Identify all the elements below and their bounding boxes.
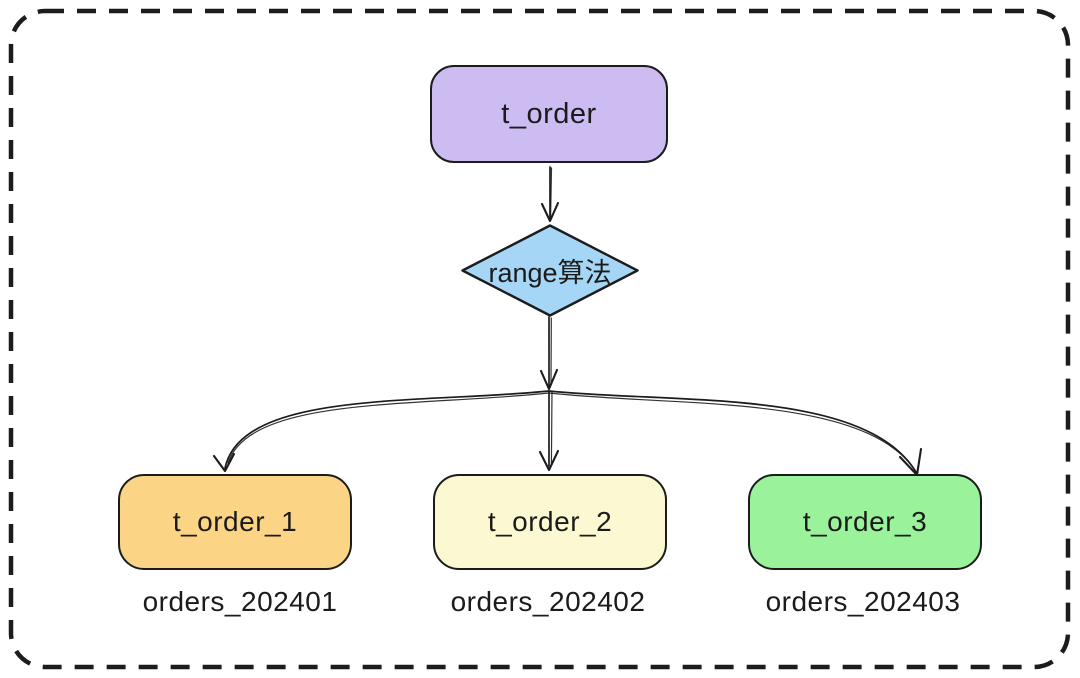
diamond-shape [461, 224, 639, 317]
sublabel-orders-202403: orders_202403 [765, 586, 961, 617]
arrow-junction-to-shard3 [548, 390, 923, 477]
node-t-order-1-label: t_order_1 [172, 506, 298, 537]
arrow-algorithm-to-junction [539, 316, 559, 391]
arrow-junction-to-shard2 [538, 390, 560, 472]
node-t-order-2: t_order_2 [433, 474, 667, 570]
node-t-order-1: t_order_1 [118, 474, 352, 570]
sublabel-orders-202401: orders_202401 [142, 586, 338, 617]
node-t-order-label: t_order [501, 97, 597, 130]
node-t-order-2-label: t_order_2 [487, 506, 613, 537]
arrow-root-to-algorithm [540, 166, 560, 223]
node-t-order: t_order [430, 65, 668, 163]
dashed-border [8, 8, 1071, 670]
node-t-order-3-label: t_order_3 [802, 506, 928, 537]
arrow-junction-to-shard1 [212, 390, 550, 473]
node-range-algorithm: range算法 [460, 223, 640, 318]
node-t-order-3: t_order_3 [748, 474, 982, 570]
node-range-algorithm-label: range算法 [488, 258, 612, 288]
sublabel-orders-202402: orders_202402 [450, 586, 646, 617]
